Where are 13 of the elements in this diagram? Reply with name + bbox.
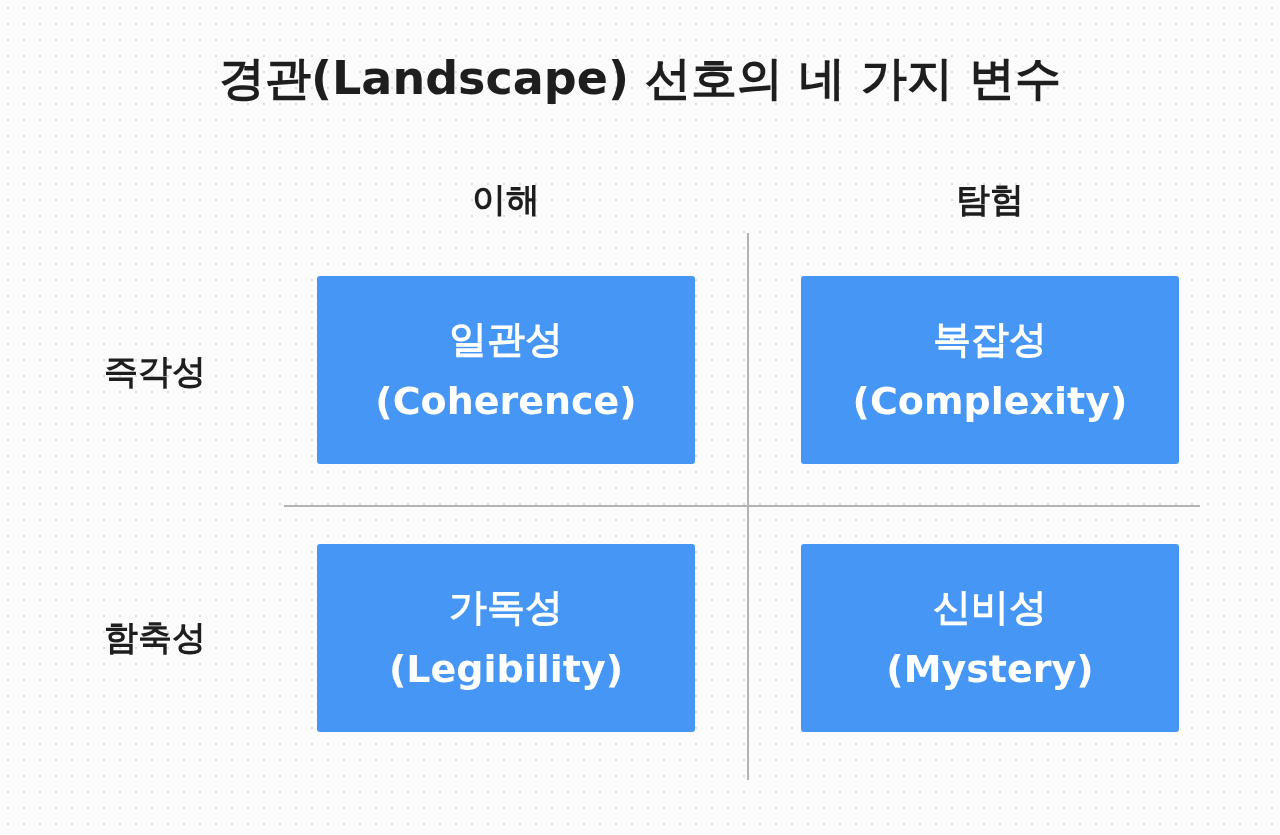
axis-heading: 이해: [472, 178, 540, 221]
axis-heading: 탐험: [956, 178, 1024, 221]
quadrant-box: [317, 276, 695, 464]
title: 경관(Landscape) 선호의 네 가지 변수: [218, 50, 1062, 107]
row-heading: 함축성: [104, 616, 206, 659]
quadrant-label: 가독성 (Legibility): [387, 584, 625, 693]
quadrant-box: [801, 544, 1179, 732]
quadrant-label: 신비성 (Mystery): [885, 584, 1095, 693]
quadrant-label: 일관성 (Coherence): [374, 316, 638, 425]
row-heading: 즉각성: [104, 350, 206, 393]
quadrant-box: [801, 276, 1179, 464]
quadrant-box: [317, 544, 695, 732]
quadrant-label: 복잡성 (Complexity): [851, 316, 1129, 425]
